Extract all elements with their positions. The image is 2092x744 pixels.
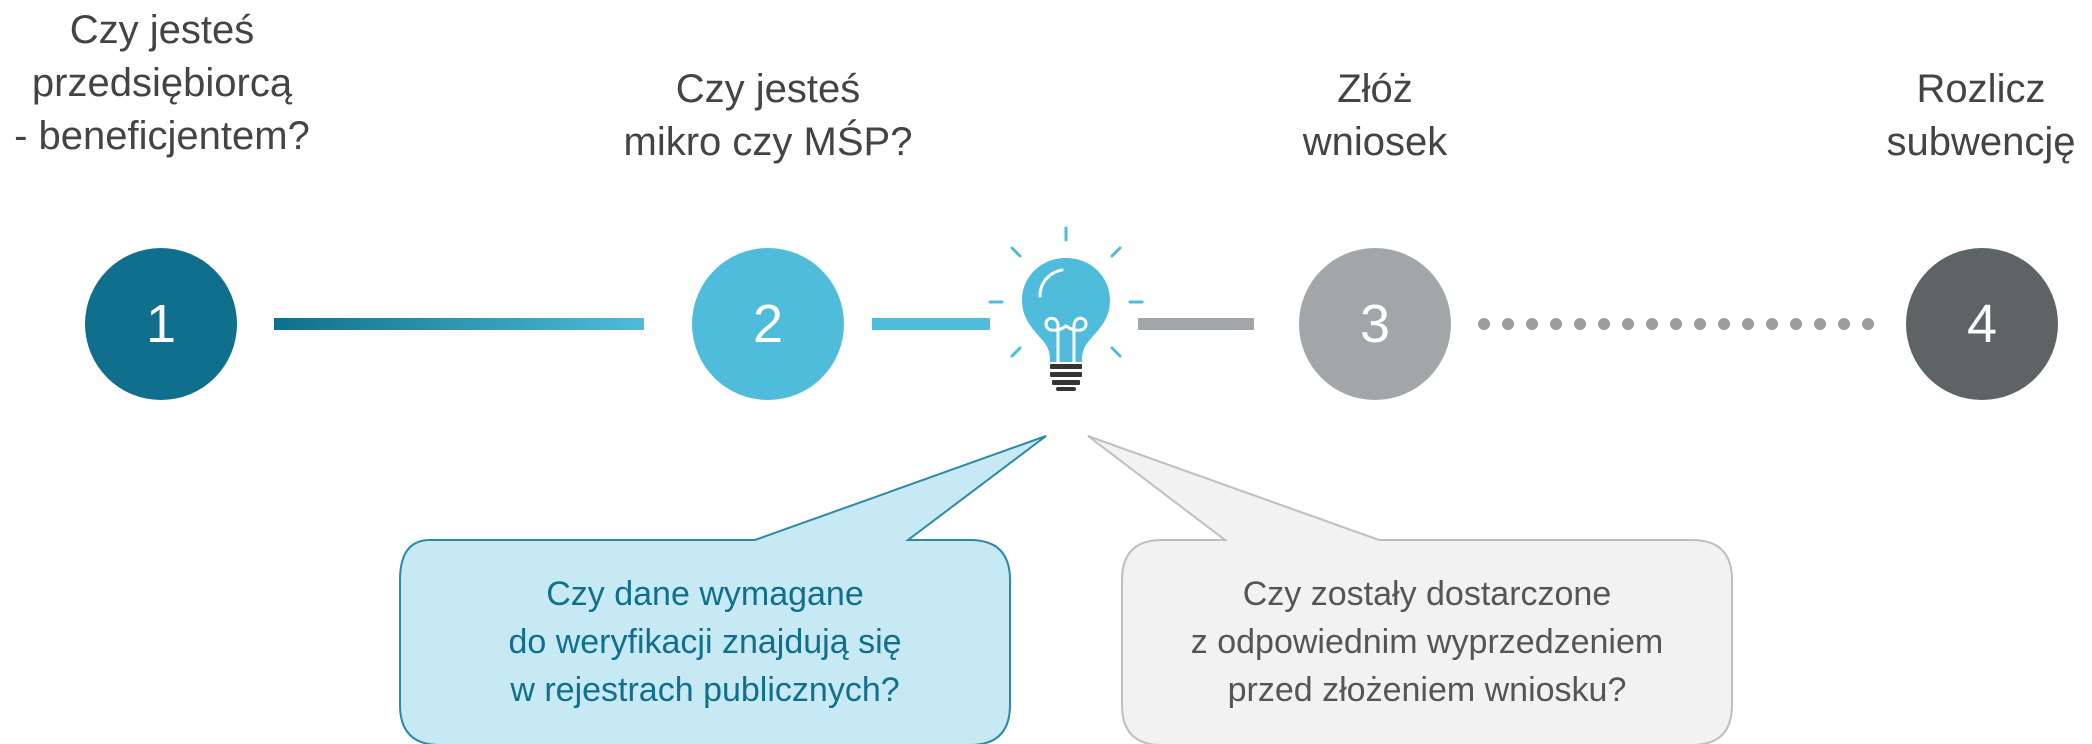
step-2-title: Czy jesteś mikro czy MŚP?	[623, 67, 913, 164]
connector-bulb-3	[1138, 318, 1254, 330]
connector-1-2	[274, 318, 644, 330]
step-1-number: 1	[145, 294, 177, 354]
lightbulb-icon	[988, 226, 1144, 391]
dotted-connector-3-4	[1478, 318, 1874, 330]
step-2-circle: 2	[692, 248, 844, 400]
bubble-2-text: Czy zostały dostarczone z odpowiednim wy…	[1190, 575, 1664, 709]
step-4-circle: 4	[1906, 248, 2058, 400]
step-1-title: Czy jesteś przedsiębiorcą - beneficjente…	[14, 8, 310, 158]
speech-bubble-2	[1087, 435, 1733, 744]
step-3-number: 3	[1359, 294, 1391, 354]
step-4-number: 4	[1966, 294, 1998, 354]
step-3-circle: 3	[1299, 248, 1451, 400]
speech-bubble-1	[399, 435, 1047, 744]
bubble-1-text: Czy dane wymagane do weryfikacji znajduj…	[508, 575, 902, 709]
step-1-circle: 1	[85, 248, 237, 400]
step-2-number: 2	[752, 294, 784, 354]
connector-2-bulb	[872, 318, 990, 330]
step-4-title: Rozlicz subwencję	[1886, 67, 2076, 164]
step-3-title: Złóż wniosek	[1302, 67, 1448, 164]
